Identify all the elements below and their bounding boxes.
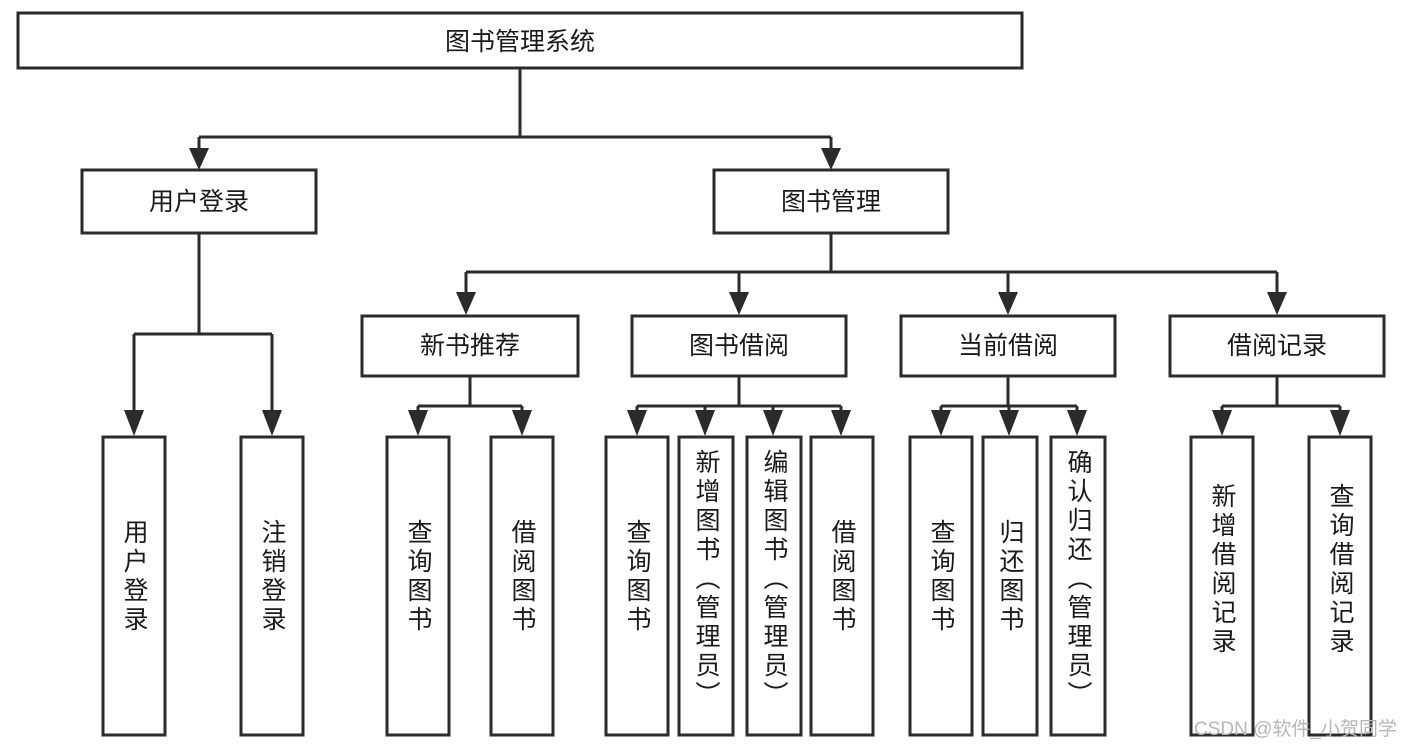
node-leaf-query-book-3[interactable] bbox=[908, 435, 974, 737]
arrowhead-bookmgmt bbox=[821, 148, 841, 170]
node-leaf-return-book-label: 归还图书 bbox=[996, 519, 1025, 635]
node-leaf-confirm-return-box[interactable] bbox=[1049, 435, 1107, 737]
node-leaf-user-login[interactable] bbox=[101, 435, 167, 737]
node-records[interactable]: 借阅记录 bbox=[1168, 314, 1386, 378]
node-newbook-label: 新书推荐 bbox=[420, 332, 520, 360]
node-root[interactable]: 图书管理系统 bbox=[16, 11, 1024, 70]
node-borrow-box[interactable] bbox=[630, 314, 848, 378]
node-leaf-user-logout[interactable] bbox=[239, 435, 305, 737]
node-leaf-borrow-book-2-box[interactable] bbox=[809, 435, 875, 737]
node-login[interactable]: 用户登录 bbox=[80, 168, 318, 235]
node-borrow[interactable]: 图书借阅 bbox=[630, 314, 848, 378]
node-leaf-edit-book-label: 编辑图书（管理员） bbox=[760, 449, 789, 710]
node-leaf-query-book-3-box[interactable] bbox=[908, 435, 974, 737]
node-records-box[interactable] bbox=[1168, 314, 1386, 378]
connector-group-newbook-to-leaves bbox=[408, 376, 532, 436]
arrowhead-return-book bbox=[999, 410, 1019, 436]
node-login-label: 用户登录 bbox=[149, 188, 249, 216]
node-leaf-query-book-2[interactable] bbox=[604, 435, 670, 737]
arrowhead-newbook bbox=[456, 292, 476, 315]
connector-group-root-to-level2 bbox=[189, 68, 841, 170]
node-leaf-query-book-1-label: 查询图书 bbox=[404, 519, 433, 635]
node-leaf-user-logout-box[interactable] bbox=[239, 435, 305, 737]
arrowhead-records bbox=[1267, 292, 1287, 315]
node-leaf-add-record[interactable] bbox=[1189, 435, 1255, 737]
node-bookmgmt-box[interactable] bbox=[712, 168, 950, 235]
node-leaf-borrow-book-1[interactable] bbox=[489, 435, 555, 737]
node-records-label: 借阅记录 bbox=[1227, 332, 1327, 360]
node-leaf-query-record-label: 查询借阅记录 bbox=[1326, 483, 1355, 657]
connector-group-login-to-leaves bbox=[124, 233, 282, 436]
connector-group-current-to-leaves bbox=[931, 376, 1087, 436]
node-newbook[interactable]: 新书推荐 bbox=[360, 314, 580, 378]
arrowhead-add-book bbox=[695, 410, 715, 436]
arrowhead-user-login bbox=[124, 410, 144, 436]
node-leaf-query-book-1-box[interactable] bbox=[385, 435, 451, 737]
node-leaf-add-record-box[interactable] bbox=[1189, 435, 1255, 737]
node-current-box[interactable] bbox=[899, 314, 1117, 378]
connector-group-bookmgmt-to-level3 bbox=[456, 233, 1287, 315]
node-leaf-query-book-2-label: 查询图书 bbox=[623, 519, 652, 635]
node-login-box[interactable] bbox=[80, 168, 318, 235]
arrowhead-borrow-book-2 bbox=[831, 410, 851, 436]
arrowhead-user-logout bbox=[262, 410, 282, 436]
node-leaf-add-book-box[interactable] bbox=[677, 435, 735, 737]
node-leaf-borrow-book-2-label: 借阅图书 bbox=[828, 519, 857, 635]
node-bookmgmt[interactable]: 图书管理 bbox=[712, 168, 950, 235]
node-root-box[interactable] bbox=[16, 11, 1024, 70]
node-leaf-edit-book-box[interactable] bbox=[745, 435, 803, 737]
node-leaf-confirm-return-label: 确认归还（管理员） bbox=[1064, 449, 1093, 710]
node-leaf-add-book-label: 新增图书（管理员） bbox=[692, 449, 721, 710]
node-newbook-box[interactable] bbox=[360, 314, 580, 378]
arrowhead-confirm-return bbox=[1067, 410, 1087, 436]
arrowhead-query-book-1 bbox=[408, 410, 428, 436]
arrowhead-borrow-book-1 bbox=[512, 410, 532, 436]
node-leaf-borrow-book-2[interactable] bbox=[809, 435, 875, 737]
arrowhead-borrow bbox=[729, 292, 749, 315]
node-leaf-query-book-2-box[interactable] bbox=[604, 435, 670, 737]
arrowhead-current bbox=[998, 292, 1018, 315]
node-leaf-add-record-label: 新增借阅记录 bbox=[1208, 483, 1237, 657]
connector-group-records-to-leaves bbox=[1212, 376, 1350, 436]
node-leaf-borrow-book-1-box[interactable] bbox=[489, 435, 555, 737]
node-leaf-user-login-box[interactable] bbox=[101, 435, 167, 737]
arrowhead-query-book-2 bbox=[627, 410, 647, 436]
node-leaf-query-record-box[interactable] bbox=[1307, 435, 1373, 737]
node-leaf-borrow-book-1-label: 借阅图书 bbox=[508, 519, 537, 635]
node-leaf-add-book[interactable] bbox=[677, 435, 735, 737]
connector-group-borrow-to-leaves bbox=[627, 376, 851, 436]
arrowhead-edit-book bbox=[763, 410, 783, 436]
node-borrow-label: 图书借阅 bbox=[689, 332, 789, 360]
arrowhead-add-record bbox=[1212, 410, 1232, 436]
arrowhead-query-record bbox=[1330, 410, 1350, 436]
arrowhead-query-book-3 bbox=[931, 410, 951, 436]
node-current[interactable]: 当前借阅 bbox=[899, 314, 1117, 378]
arrowhead-login bbox=[189, 148, 209, 170]
node-leaf-query-record[interactable] bbox=[1307, 435, 1373, 737]
node-leaf-user-logout-label: 注销登录 bbox=[258, 519, 287, 635]
node-leaf-return-book-box[interactable] bbox=[981, 435, 1039, 737]
node-leaf-edit-book[interactable] bbox=[745, 435, 803, 737]
node-leaf-confirm-return[interactable] bbox=[1049, 435, 1107, 737]
node-leaf-return-book[interactable] bbox=[981, 435, 1039, 737]
node-leaf-query-book-1[interactable] bbox=[385, 435, 451, 737]
node-leaf-query-book-3-label: 查询图书 bbox=[927, 519, 956, 635]
node-leaf-user-login-label: 用户登录 bbox=[120, 519, 149, 635]
node-current-label: 当前借阅 bbox=[958, 332, 1058, 360]
node-root-label: 图书管理系统 bbox=[445, 28, 595, 56]
node-bookmgmt-label: 图书管理 bbox=[781, 188, 881, 216]
